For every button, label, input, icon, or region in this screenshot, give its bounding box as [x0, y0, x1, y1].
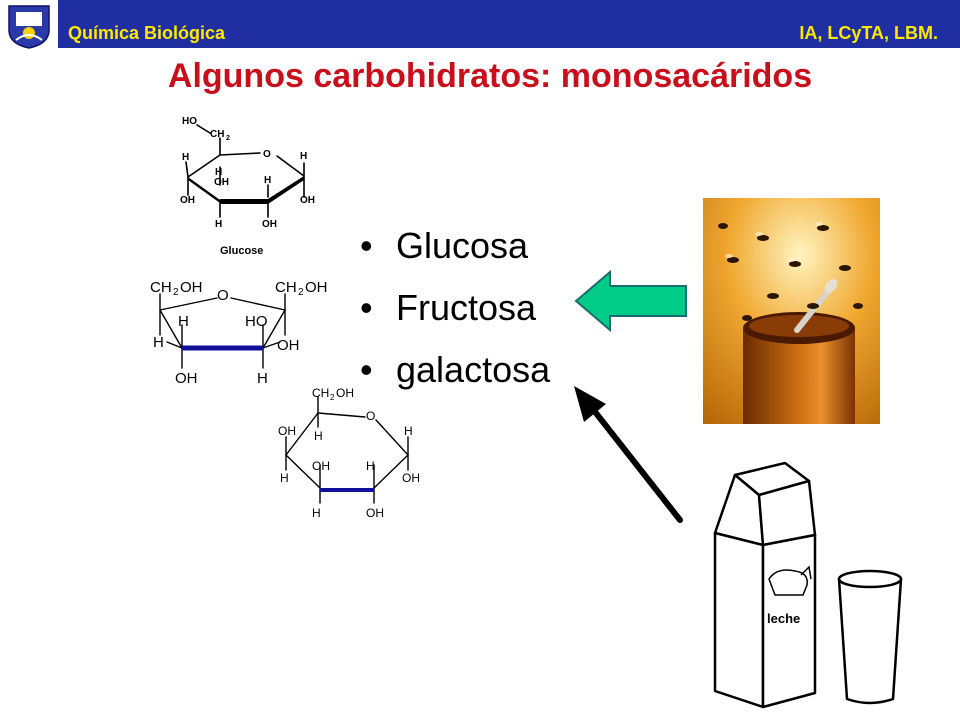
honey-jar-image — [703, 198, 880, 424]
fructose-label: H — [153, 334, 164, 351]
fructose-label: OH — [277, 337, 300, 354]
galactose-label: OH — [366, 506, 384, 520]
galactose-label: OH — [312, 459, 330, 473]
university-logo — [0, 0, 58, 50]
fructose-label: 2 — [298, 287, 304, 298]
list-item: •Fructosa — [360, 287, 537, 328]
galactose-label: H — [280, 471, 289, 485]
galactose-label: 2 — [330, 393, 335, 402]
glucose-label: OH — [262, 219, 277, 230]
glucose-caption: Glucose — [220, 245, 263, 257]
bullet-glucosa: Glucosa — [396, 225, 529, 266]
fructose-label: HO — [245, 313, 268, 330]
galactose-label: OH — [278, 424, 296, 438]
glucose-label: HO — [182, 116, 197, 127]
glucose-label: OH — [300, 195, 315, 206]
glucose-label: H — [264, 175, 271, 186]
glucose-label: H — [300, 151, 307, 162]
glucose-label: OH — [180, 195, 195, 206]
galactose-label: H — [366, 459, 375, 473]
fructose-label: CH — [275, 279, 297, 296]
glucose-label: CH — [210, 129, 224, 140]
fructose-label: OH — [180, 279, 203, 296]
fructose-structure: CH 2 OH O CH 2 OH H HO H OH OH H — [150, 279, 328, 387]
galactose-label: H — [314, 429, 323, 443]
galactose-label: H — [312, 506, 321, 520]
galactose-label: OH — [402, 471, 420, 485]
galactose-label: O — [366, 409, 375, 423]
galactose-label: OH — [336, 386, 354, 400]
list-item: •galactosa — [360, 349, 551, 390]
fructose-label: H — [257, 370, 268, 387]
black-arrow-icon — [574, 386, 683, 523]
glucose-label: H — [215, 167, 222, 178]
galactose-label: H — [404, 424, 413, 438]
fructose-label: CH — [150, 279, 172, 296]
carton-label: leche — [767, 611, 800, 626]
fructose-label: OH — [305, 279, 328, 296]
galactose-structure: CH 2 OH O OH H H H OH H OH H OH — [278, 386, 420, 520]
glucose-label: 2 — [226, 135, 230, 142]
galactose-label: CH — [312, 386, 329, 400]
institution-codes: IA, LCyTA, LBM. — [799, 23, 938, 43]
fructose-label: OH — [175, 370, 198, 387]
fructose-label: 2 — [173, 287, 179, 298]
fructose-label: H — [178, 313, 189, 330]
course-name: Química Biológica — [68, 23, 226, 43]
bullet-galactosa: galactosa — [396, 349, 551, 390]
bullet-fructosa: Fructosa — [396, 287, 537, 328]
glucose-structure: HO CH 2 O H H H OH H OH OH H OH Glucose — [180, 116, 315, 257]
slide-title: Algunos carbohidratos: monosacáridos — [167, 57, 813, 95]
glucose-label: O — [263, 149, 271, 160]
sugar-list: •Glucosa •Fructosa •galactosa — [360, 215, 550, 401]
list-item: •Glucosa — [360, 225, 529, 266]
glucose-label: OH — [214, 177, 229, 188]
fructose-label: O — [217, 287, 229, 304]
milk-carton-image: leche — [713, 461, 903, 709]
header-bar — [0, 0, 960, 48]
glucose-label: H — [215, 219, 222, 230]
green-arrow-icon — [574, 270, 687, 332]
glucose-label: H — [182, 152, 189, 163]
